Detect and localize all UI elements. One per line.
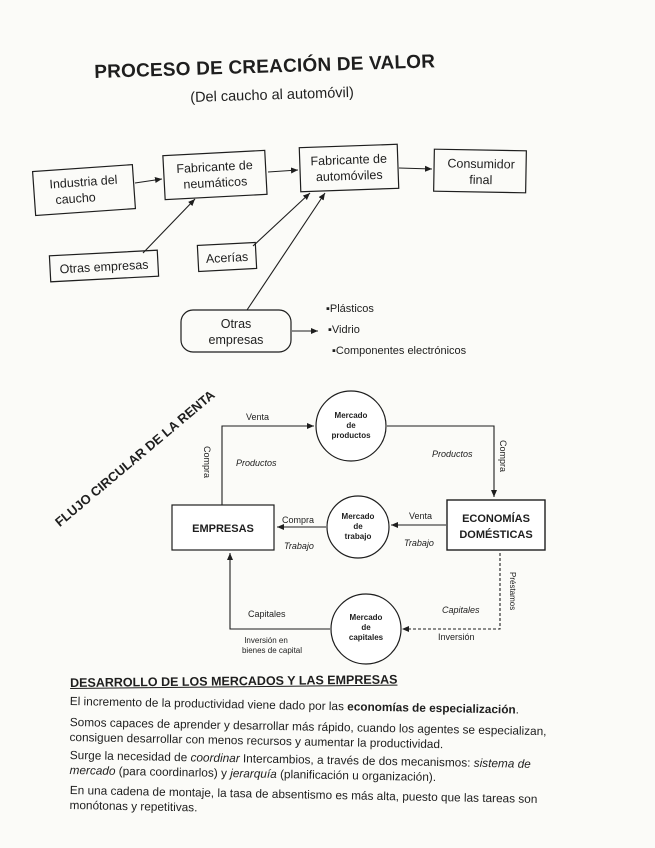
label-compra-left: Compra [202, 446, 212, 478]
p1-text-c: . [515, 702, 520, 717]
fab-automoviles-label-2: automóviles [316, 168, 383, 184]
arrow-neumaticos-to-automoviles [267, 167, 299, 174]
mercado-trabajo-label-3: trabajo [345, 532, 372, 541]
arrow-otras-to-neumaticos [142, 198, 196, 254]
box-fabricante-automoviles: Fabricante de automóviles [298, 143, 400, 193]
acerias-label: Acerías [206, 250, 249, 266]
mercado-productos-label-1: Mercado [335, 411, 368, 420]
label-inversion-right: Inversión [438, 632, 475, 642]
bullet-vidrio: ▪Vidrio [328, 324, 360, 336]
empresas-label: EMPRESAS [192, 523, 254, 535]
circular-flow-diagram: EMPRESAS ECONOMÍAS DOMÉSTICAS Mercado de… [171, 390, 546, 665]
label-capitales-right: Capitales [442, 605, 480, 615]
bullet-plasticos: ▪Plásticos [326, 303, 374, 315]
p3-text-d: sistema de [473, 755, 531, 771]
p3-text-g: jerarquía [230, 766, 277, 781]
value-chain-diagram: Industria del caucho Fabricante de neumá… [31, 143, 527, 357]
mercado-capitales-label-3: capitales [349, 633, 384, 642]
box-economias-domesticas [446, 499, 546, 551]
arrow-automoviles-to-consumidor [398, 165, 433, 172]
label-trabajo-mid-left: Trabajo [284, 541, 314, 551]
otras-empresas-2-label-2: empresas [209, 333, 264, 347]
arrow-economias-to-capitales [402, 553, 501, 632]
mercado-productos-label-3: productos [331, 431, 371, 440]
box-otras-empresas-1: Otras empresas [48, 249, 160, 283]
box-industria-caucho: Industria del caucho [31, 163, 137, 217]
p3-text-b: coordinar [190, 750, 240, 766]
circle-mercado-capitales [330, 593, 402, 665]
label-venta-top: Venta [246, 412, 269, 422]
arrow-acerias-to-automoviles [252, 192, 311, 247]
economias-label-2: DOMÉSTICAS [459, 528, 532, 541]
fab-neumaticos-label-2: neumáticos [183, 174, 248, 191]
p3-text-h: (planificación u organización). [276, 766, 437, 785]
p3-text-e: mercado [69, 762, 116, 778]
label-capitales-left: Capitales [248, 609, 286, 619]
label-trabajo-mid-right: Trabajo [404, 538, 434, 548]
mercado-capitales-label-1: Mercado [350, 613, 383, 622]
label-inversion-bienes-1: Inversión en [244, 636, 288, 645]
arrow-otras2-to-automoviles [246, 192, 326, 311]
box-empresas [171, 504, 275, 551]
economias-label-1: ECONOMÍAS [462, 512, 530, 525]
industria-label-1: Industria del [49, 173, 118, 192]
otras-empresas-1-label: Otras empresas [59, 258, 149, 277]
consumidor-label-2: final [469, 173, 492, 187]
mercado-productos-label-2: de [346, 421, 356, 430]
otras-empresas-2-label-1: Otras [221, 317, 252, 331]
arrow-industria-to-neumaticos [134, 177, 163, 184]
box-otras-empresas-2: Otras empresas [180, 309, 292, 353]
label-prestamos: Préstamos [508, 572, 517, 610]
circle-mercado-productos [315, 390, 387, 462]
p3-text-a: Surge la necesidad de [69, 748, 191, 765]
mercado-trabajo-label-1: Mercado [342, 512, 375, 521]
fab-neumaticos-label-1: Fabricante de [176, 158, 253, 176]
circle-mercado-trabajo [326, 495, 390, 559]
consumidor-label-1: Consumidor [447, 156, 515, 171]
label-productos-right: Productos [432, 449, 473, 459]
bullet-componentes: ▪Componentes electrónicos [332, 345, 467, 357]
box-consumidor-final: Consumidor final [433, 148, 527, 194]
p3-text-f: (para coordinarlos) y [115, 763, 231, 781]
p1-text-b: economías de especialización [347, 699, 516, 717]
arrow-capitales-to-empresas [227, 553, 330, 630]
mercado-capitales-label-2: de [361, 623, 371, 632]
arrow-mercado-productos-to-economias [387, 425, 497, 497]
label-venta-mid: Venta [409, 511, 432, 521]
label-compra-mid: Compra [282, 515, 314, 525]
box-acerias: Acerías [196, 241, 258, 273]
arrow-empresas-to-mercado-productos [221, 423, 314, 505]
industria-label-2: caucho [55, 190, 96, 207]
label-inversion-bienes-2: bienes de capital [242, 646, 302, 655]
label-productos-left: Productos [236, 458, 277, 468]
fab-automoviles-label-1: Fabricante de [310, 152, 387, 169]
mercado-trabajo-label-2: de [353, 522, 363, 531]
label-compra-right: Compra [498, 440, 508, 472]
box-fabricante-neumaticos: Fabricante de neumáticos [162, 149, 268, 201]
